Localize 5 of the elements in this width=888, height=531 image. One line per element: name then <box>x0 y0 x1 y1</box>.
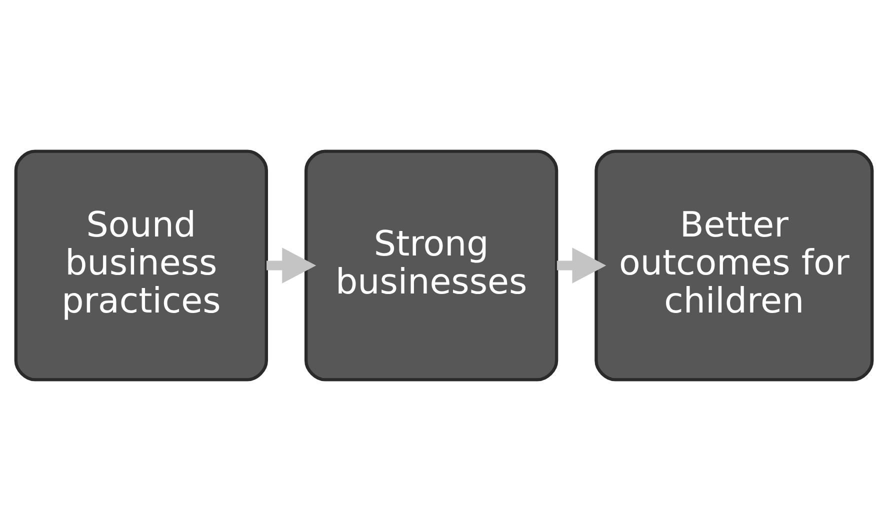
node-box: Sound business practices <box>14 150 268 382</box>
arrow <box>266 248 316 284</box>
node-box: Better outcomes for children <box>594 150 874 382</box>
arrow <box>556 248 606 284</box>
node-box: Strong businesses <box>304 150 558 382</box>
